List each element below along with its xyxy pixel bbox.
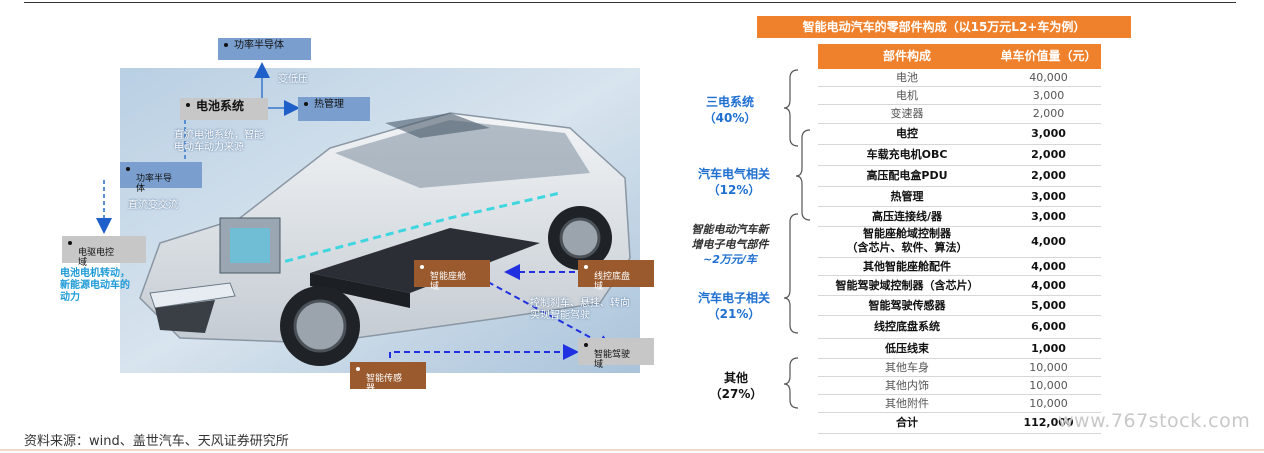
bullet-icon [304,102,308,106]
new-parts-amount: ~2万元/车 [703,253,757,266]
cell-component: 变速器 [890,107,924,120]
cell-value: 40,000 [1029,71,1068,84]
label-smart-driving-domain: 智能驾驶 域 [578,338,654,370]
cell-component: 电池 [896,71,918,84]
cell-value: 10,000 [1029,397,1068,410]
top-rule [24,2,1236,3]
label-chassis-control-domain: 线控底盘 域 [578,260,654,292]
table-row: 电机 3,000 [818,87,1101,105]
cell-component: 其他车身 [885,361,929,374]
table-row: 其他附件 10,000 [818,395,1101,413]
cell-value: 3,000 [1031,210,1066,223]
bottom-rule [0,449,1264,451]
bullet-icon [584,265,588,269]
cell-component: 其他内饰 [885,379,929,392]
bullet-icon [224,43,228,47]
cell-value: 4,000 [1031,279,1066,292]
table-row: 智能驾驶域控制器（含芯片） 4,000 [818,276,1101,296]
bullet-icon [420,265,424,269]
table-header-row: 部件构成 单车价值量（元） [818,44,1101,69]
table-row: 智能座舱域控制器 （含芯片、软件、算法） 4,000 [818,227,1101,258]
group-three-electric: 三电系统 （40%） [703,95,757,125]
watermark: www.767stock.com [1058,410,1251,432]
table-row: 低压线束 1,000 [818,339,1101,359]
label-smart-cockpit-domain: 智能座舱 域 [414,260,490,292]
label-motor-control-domain: 电驱电控 域 [62,236,146,268]
cell-component: 智能驾驶传感器 [868,299,946,312]
source-note: 资料来源：wind、盖世汽车、天风证券研究所 [24,434,289,449]
table-row: 其他智能座舱配件 4,000 [818,258,1101,276]
label-power-semi-top: 功率半导体 [218,38,311,60]
note-dc-to-ac: 直流变交流 [128,200,178,211]
cell-value: 2,000 [1031,148,1066,161]
note-voltage-step-down: 变低压 [278,74,308,85]
cell-value: 112,000 [1023,416,1074,429]
cell-component: 其他智能座舱配件 [863,260,951,273]
cell-value: 1,000 [1031,342,1066,355]
cell-component: 高压配电盒PDU [866,169,948,182]
cell-value: 10,000 [1029,361,1068,374]
cell-component: 车载充电机OBC [866,148,948,161]
cell-component: 热管理 [890,190,924,203]
new-parts-line1: 智能电动汽车新 [691,223,769,236]
label-smart-sensor: 智能传感 器 [350,362,426,394]
bullet-icon [68,241,72,245]
label-battery-system: 电池系统 [180,98,268,120]
cell-value: 2,000 [1031,169,1066,182]
group-electronics: 汽车电子相关 （21%） [697,291,770,321]
table-title: 智能电动汽车的零部件构成（以15万元L2+车为例） [757,16,1131,38]
table-body: 电池 40,000 电机 3,000 变速器 2,000 电控 3,000 车载充电机OBC 2,… [818,69,1101,434]
header-component: 部件构成 [882,49,931,63]
cell-value: 3,000 [1031,190,1066,203]
note-motor-description: 电池电机转动， 新能源电动车的 动力 [60,268,130,303]
cell-value: 3,000 [1031,127,1066,140]
table-row: 变速器 2,000 [818,105,1101,124]
table-row: 合计 112,000 [818,413,1101,434]
cell-component: 智能驾驶域控制器（含芯片） [835,279,979,292]
note-chassis-description: 控制刹车、悬挂、转向 实现智能驾驶 [530,298,630,321]
component-value-table: 部件构成 单车价值量（元） 电池 40,000 电机 3,000 变速器 2,000 电控 3… [818,44,1101,434]
cell-value: 4,000 [1031,235,1066,248]
group-others: 其他 （27%） [709,371,763,401]
bullet-icon [356,367,360,371]
bullet-icon [584,343,588,347]
table-row: 其他内饰 10,000 [818,377,1101,395]
new-parts-line2: 增电子电气部件 [691,238,769,251]
bullet-icon [186,103,190,107]
cell-component: 低压线束 [885,342,929,355]
table-row: 其他车身 10,000 [818,359,1101,377]
note-battery-description: 直流电池系统，智能 电动车动力来源 [174,130,264,153]
cell-component: 电机 [896,89,918,102]
cell-component: 智能座舱域控制器 （含芯片、软件、算法） [846,227,968,254]
label-thermal-management: 热管理 [298,97,370,121]
cell-value: 4,000 [1031,260,1066,273]
header-unit-value: 单车价值量（元） [1000,49,1097,63]
table-row: 线控底盘系统 6,000 [818,316,1101,339]
cell-component: 其他附件 [885,397,929,410]
table-row: 智能驾驶传感器 5,000 [818,296,1101,316]
table-row: 热管理 3,000 [818,187,1101,207]
cell-value: 2,000 [1032,107,1065,120]
cell-value: 10,000 [1029,379,1068,392]
cell-component: 高压连接线/器 [871,210,943,223]
bullet-icon [126,167,130,171]
table-row: 高压配电盒PDU 2,000 [818,166,1101,187]
cell-value: 3,000 [1032,89,1065,102]
cell-value: 6,000 [1031,320,1066,333]
group-electrical: 汽车电气相关 （12%） [697,167,770,197]
table-row: 电池 40,000 [818,69,1101,87]
cell-component: 电控 [896,127,918,140]
label-power-semi-left: 功率半导 体 [120,162,202,194]
table-row: 车载充电机OBC 2,000 [818,145,1101,166]
group-new-parts: 智能电动汽车新 增电子电气部件 ~2万元/车 [676,222,784,267]
cell-component: 线控底盘系统 [874,320,940,333]
table-row: 电控 3,000 [818,124,1101,145]
cell-component: 合计 [896,416,918,429]
table-row: 高压连接线/器 3,000 [818,207,1101,227]
cell-value: 5,000 [1031,299,1066,312]
